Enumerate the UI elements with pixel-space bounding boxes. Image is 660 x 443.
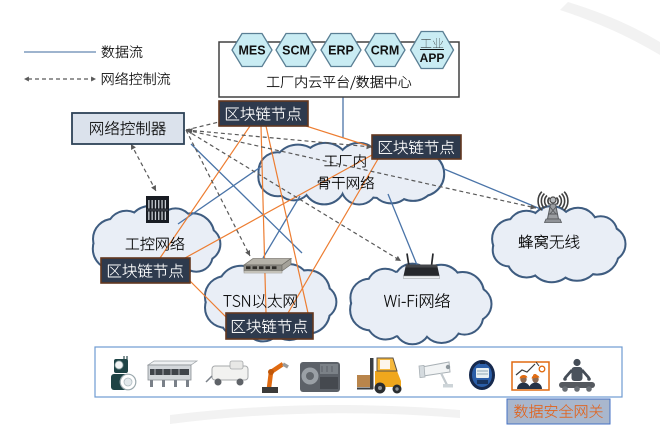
svg-text:CRM: CRM [371, 43, 399, 57]
svg-text:MES: MES [238, 43, 265, 57]
svg-text:SCM: SCM [282, 43, 310, 57]
svg-text:APP: APP [420, 51, 445, 65]
svg-text:ERP: ERP [328, 43, 354, 57]
